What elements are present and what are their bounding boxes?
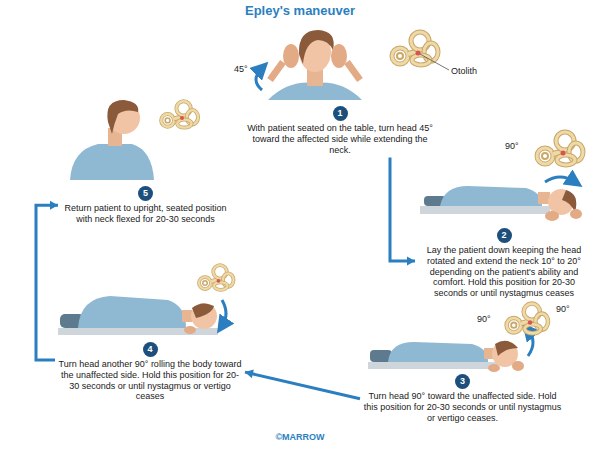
step-node: 5Return patient to upright, seated posit… bbox=[58, 184, 233, 227]
step4-figure bbox=[58, 296, 226, 335]
inner-ear-icon bbox=[161, 101, 198, 127]
step1-figure bbox=[256, 30, 362, 100]
flow-arrow bbox=[390, 157, 415, 265]
callout-number: 2 bbox=[497, 228, 512, 243]
step5-figure bbox=[70, 100, 154, 180]
flow-arrow bbox=[245, 370, 360, 399]
part-label: Otolith bbox=[451, 66, 477, 76]
arrow-head bbox=[407, 257, 415, 266]
flow-arrow bbox=[36, 201, 58, 360]
step-node: 2Lay the patient down keeping the head r… bbox=[415, 226, 593, 301]
callout-number: 5 bbox=[138, 186, 153, 201]
flow-line bbox=[245, 372, 360, 399]
callout-number: 1 bbox=[333, 106, 348, 121]
angle-label: 45° bbox=[234, 64, 248, 74]
step2-figure bbox=[420, 177, 582, 221]
inner-ear-icon bbox=[537, 132, 583, 165]
angle-label: 90° bbox=[556, 304, 570, 314]
leader-line bbox=[420, 54, 449, 70]
copyright: ©MARROW bbox=[0, 432, 600, 442]
callout-number: 4 bbox=[143, 342, 158, 357]
step-node: 1With patient seated on the table, turn … bbox=[240, 104, 440, 157]
angle-label: 90° bbox=[477, 314, 491, 324]
angle-label: 90° bbox=[505, 141, 519, 151]
arrow-head bbox=[50, 201, 58, 210]
step-caption: Turn head another 90° rolling the body t… bbox=[57, 359, 243, 402]
step-caption: Turn head 90° toward the unaffected side… bbox=[362, 391, 563, 423]
callout-number: 3 bbox=[455, 374, 470, 389]
step-caption: Return patient to upright, seated positi… bbox=[60, 203, 231, 225]
step-node: 4Turn head another 90° rolling the body … bbox=[55, 340, 245, 404]
inner-ear-icon bbox=[199, 265, 234, 290]
arrow-head bbox=[245, 370, 254, 379]
inner-ear-icon bbox=[507, 304, 548, 334]
flow-line bbox=[36, 205, 58, 360]
step-node: 3Turn head 90° toward the unaffected sid… bbox=[360, 372, 565, 425]
step-caption: With patient seated on the table, turn h… bbox=[242, 123, 438, 155]
step-caption: Lay the patient down keeping the head ro… bbox=[417, 245, 591, 299]
step3-figure bbox=[368, 330, 533, 372]
flow-line bbox=[390, 157, 415, 261]
title: Epley's maneuver bbox=[0, 3, 600, 18]
